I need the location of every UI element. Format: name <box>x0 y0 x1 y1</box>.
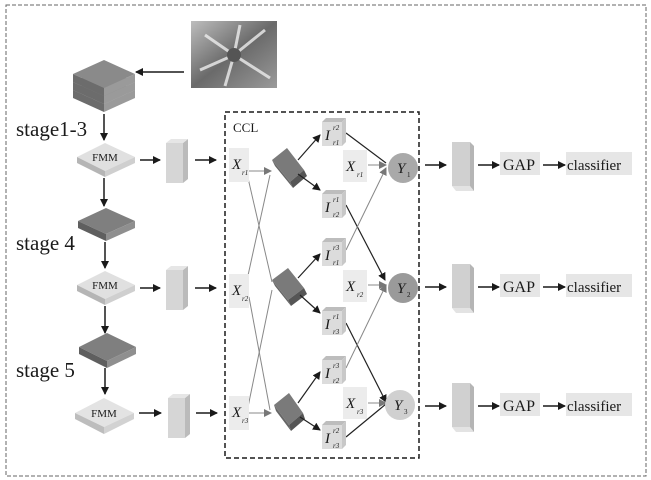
output-head-3: GAP classifier <box>425 383 632 432</box>
ccl-label: CCL <box>233 120 258 135</box>
ccl-skip-x-r1: X r1 <box>343 150 367 182</box>
ccl-module-frame <box>224 111 420 459</box>
svg-text:r1: r1 <box>357 171 363 179</box>
svg-text:Y: Y <box>397 161 407 177</box>
input-image <box>191 21 277 88</box>
svg-text:I: I <box>324 317 331 333</box>
svg-text:I: I <box>324 128 331 144</box>
classifier-label: classifier <box>567 399 621 415</box>
fmm-block-2: FMM <box>77 271 135 305</box>
feature-map-left-1 <box>166 139 188 183</box>
feature-map-left-3 <box>168 394 190 438</box>
backbone-stage5-block <box>79 333 136 368</box>
svg-text:r1: r1 <box>333 313 339 321</box>
feature-map-right-1 <box>452 142 474 191</box>
svg-text:X: X <box>231 283 242 299</box>
fmm-label: FMM <box>92 280 118 292</box>
svg-text:X: X <box>345 279 356 295</box>
ccl-output-y3: Y 3 <box>385 390 415 420</box>
ccl-conv-block-2 <box>272 268 307 306</box>
feature-map-right-3 <box>452 383 474 432</box>
svg-text:r3: r3 <box>242 417 249 425</box>
svg-text:r1: r1 <box>333 259 339 267</box>
feature-map-left-2 <box>166 266 188 310</box>
svg-text:r2: r2 <box>357 291 364 299</box>
svg-text:1: 1 <box>407 171 411 179</box>
backbone-stage4-block <box>78 208 135 241</box>
gap-box <box>500 152 540 175</box>
ccl-conv-block-1 <box>272 148 307 188</box>
stage-label-5: stage 5 <box>16 358 75 382</box>
svg-text:X: X <box>345 159 356 175</box>
ccl-conv-to-intermediate-arrows <box>297 134 321 431</box>
ccl-input-x-r1: X r1 <box>229 148 249 182</box>
svg-text:I: I <box>324 366 331 382</box>
ccl-input-x-r3: X r3 <box>229 396 249 430</box>
svg-text:r3: r3 <box>333 442 340 450</box>
ccl-cross-connections <box>246 167 273 417</box>
gap-label: GAP <box>503 157 535 174</box>
stage-label-1-3: stage1-3 <box>16 117 87 141</box>
fmm-block-1: FMM <box>77 143 135 177</box>
svg-text:r2: r2 <box>333 427 340 435</box>
svg-text:r3: r3 <box>333 328 340 336</box>
svg-text:I: I <box>324 431 331 447</box>
ccl-input-x-r2: X r2 <box>229 274 249 308</box>
svg-text:r1: r1 <box>242 169 248 177</box>
ccl-skip-x-r2: X r2 <box>343 270 367 302</box>
classifier-label: classifier <box>567 280 621 296</box>
ccl-skip-x-r3: X r3 <box>343 387 367 419</box>
ccl-output-y1: Y 1 <box>388 153 418 183</box>
svg-text:r3: r3 <box>333 244 340 252</box>
svg-text:r2: r2 <box>333 211 340 219</box>
gap-label: GAP <box>503 279 535 296</box>
svg-text:r2: r2 <box>333 124 340 132</box>
fmm-label: FMM <box>92 152 118 164</box>
svg-text:I: I <box>324 200 331 216</box>
feature-map-right-2 <box>452 264 474 313</box>
svg-text:2: 2 <box>407 291 411 299</box>
output-head-1: GAP classifier <box>425 142 632 191</box>
svg-text:X: X <box>231 157 242 173</box>
gap-box <box>500 393 540 416</box>
classifier-box <box>566 152 632 175</box>
svg-text:r1: r1 <box>333 196 339 204</box>
svg-text:Y: Y <box>397 281 407 297</box>
outer-frame <box>5 4 647 477</box>
svg-text:I: I <box>324 248 331 264</box>
fmm-label: FMM <box>91 408 117 420</box>
stage-label-4: stage 4 <box>16 231 75 255</box>
ccl-intermediate-to-output-lines <box>345 132 387 438</box>
svg-text:r2: r2 <box>333 377 340 385</box>
svg-text:r1: r1 <box>333 139 339 147</box>
gap-box <box>500 274 540 297</box>
backbone-stage1-3-block <box>73 60 135 112</box>
svg-text:X: X <box>345 396 356 412</box>
classifier-box <box>566 393 632 416</box>
classifier-label: classifier <box>567 158 621 174</box>
gap-label: GAP <box>503 398 535 415</box>
fmm-block-3: FMM <box>75 398 134 434</box>
svg-text:r3: r3 <box>357 408 364 416</box>
ccl-intermediate-to-output-gray-lines <box>345 161 387 407</box>
output-head-2: GAP classifier <box>425 264 632 313</box>
ccl-output-y2: Y 2 <box>388 273 418 303</box>
svg-text:3: 3 <box>404 408 408 416</box>
svg-text:r2: r2 <box>242 295 249 303</box>
svg-text:Y: Y <box>394 398 404 414</box>
svg-text:r3: r3 <box>333 362 340 370</box>
classifier-box <box>566 274 632 297</box>
svg-text:X: X <box>231 405 242 421</box>
